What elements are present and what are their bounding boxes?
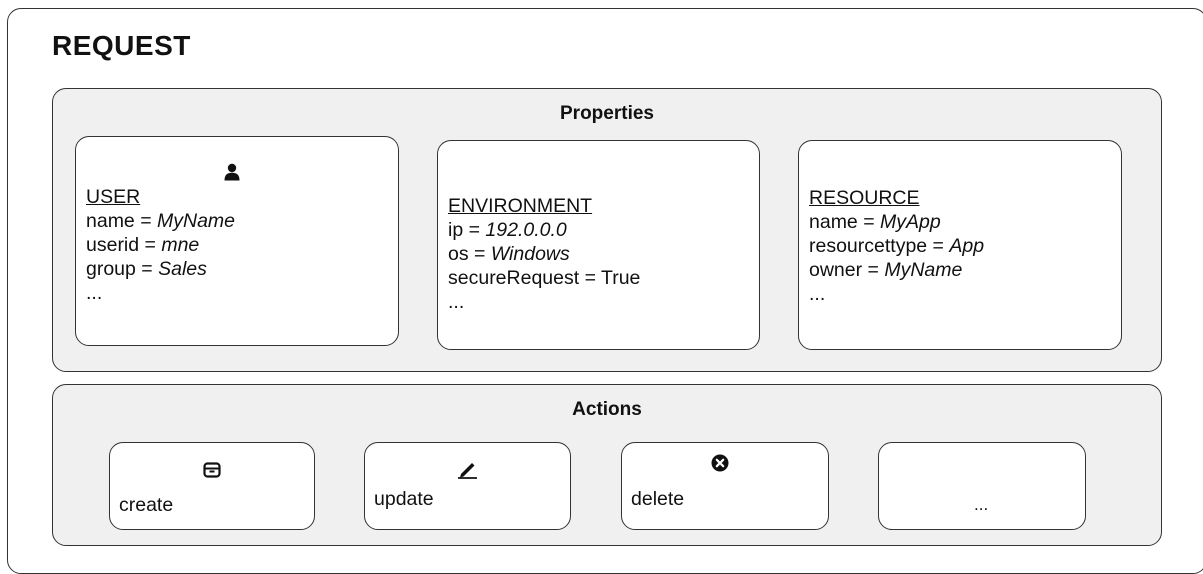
resource-row-name: name = MyApp: [809, 211, 941, 233]
create-action-card: create: [109, 442, 315, 530]
user-row-group: group = Sales: [86, 258, 207, 280]
pencil-icon: [458, 463, 477, 479]
properties-title: Properties: [560, 103, 654, 124]
actions-panel: Actions create update delete ...: [52, 384, 1162, 546]
more-actions-label: ...: [974, 495, 989, 514]
delete-action-card: delete: [621, 442, 829, 530]
circle-x-icon: [711, 454, 729, 472]
request-title: REQUEST: [52, 30, 191, 61]
resource-card: RESOURCE name = MyApp resourcettype = Ap…: [798, 140, 1122, 350]
user-heading: USER: [86, 186, 141, 208]
environment-row-ip: ip = 192.0.0.0: [448, 219, 567, 241]
environment-row-securerequest: secureRequest = True: [448, 267, 641, 289]
environment-row-os: os = Windows: [448, 243, 570, 265]
user-more: ...: [86, 282, 103, 304]
update-action-card: update: [364, 442, 571, 530]
environment-heading: ENVIRONMENT: [448, 195, 593, 217]
resource-heading: RESOURCE: [809, 187, 920, 209]
properties-panel: Properties USER name = MyName userid = m…: [52, 88, 1162, 372]
user-row-userid: userid = mne: [86, 234, 200, 256]
environment-card: ENVIRONMENT ip = 192.0.0.0 os = Windows …: [437, 140, 760, 350]
user-row-name: name = MyName: [86, 210, 236, 232]
resource-row-owner: owner = MyName: [809, 259, 963, 281]
actions-title: Actions: [572, 399, 642, 420]
archive-box-icon: [203, 462, 221, 478]
user-card: USER name = MyName userid = mne group = …: [75, 136, 399, 346]
user-icon: [224, 163, 240, 181]
create-label: create: [119, 494, 174, 516]
more-action-card: ...: [878, 442, 1086, 530]
resource-more: ...: [809, 283, 826, 305]
environment-more: ...: [448, 291, 465, 313]
resource-row-resourcettype: resourcettype = App: [809, 235, 985, 257]
delete-label: delete: [631, 488, 685, 510]
update-label: update: [374, 488, 434, 510]
